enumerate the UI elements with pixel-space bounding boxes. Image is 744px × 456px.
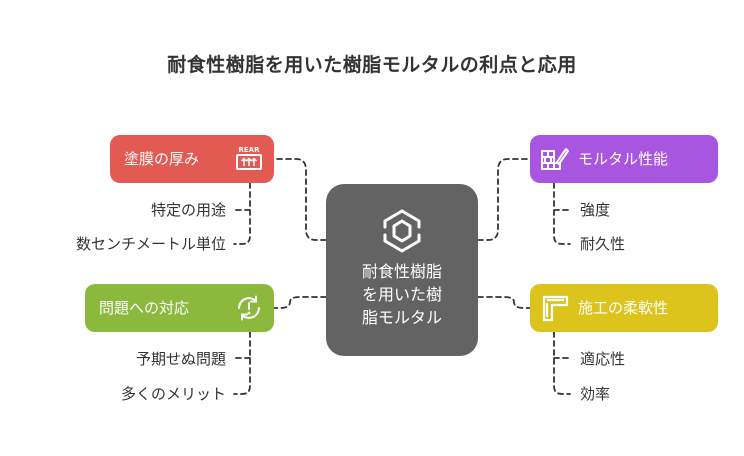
connector-coating-items	[233, 182, 251, 245]
node-coating-thickness: 塗膜の厚み REAR	[110, 135, 274, 183]
connector-mortar-performance	[477, 158, 531, 241]
alert-cycle-icon	[238, 295, 260, 321]
problem-item-unexpected: 予期せぬ問題	[135, 350, 226, 368]
node-problem-response: 問題への対応	[85, 284, 274, 332]
central-topic: 耐食性樹脂 を用いた樹 脂モルタル	[326, 184, 478, 356]
central-topic-label: 耐食性樹脂 を用いた樹 脂モルタル	[336, 260, 468, 329]
flexibility-item-efficiency: 効率	[580, 385, 611, 403]
coating-item-specific-use: 特定の用途	[150, 201, 226, 219]
problem-item-many-benefits: 多くのメリット	[120, 385, 226, 403]
brick-trowel-icon	[541, 148, 569, 170]
mortar-item-durability: 耐久性	[580, 235, 626, 253]
central-topic-line-2: を用いた樹	[361, 285, 442, 304]
connector-problem-response	[273, 296, 327, 309]
node-mortar-performance: モルタル性能	[530, 135, 718, 183]
connector-construction-flexibility	[477, 296, 531, 309]
thickness-gauge-icon: REAR	[236, 146, 262, 170]
node-problem-response-label: 問題への対応	[99, 299, 190, 317]
central-topic-line-3: 脂モルタル	[361, 308, 442, 327]
node-construction-flexibility-label: 施工の柔軟性	[578, 299, 669, 317]
thickness-gauge-icon-text: REAR	[239, 146, 261, 154]
connector-flexibility-items	[553, 331, 571, 395]
frame-corner-icon	[542, 295, 569, 322]
flexibility-item-adaptability: 適応性	[580, 350, 626, 368]
node-mortar-performance-label: モルタル性能	[578, 150, 669, 168]
connector-mortar-items	[553, 182, 571, 245]
connector-problem-items	[233, 331, 251, 395]
mortar-item-strength: 強度	[580, 201, 611, 219]
node-construction-flexibility: 施工の柔軟性	[530, 284, 718, 332]
diagram-title: 耐食性樹脂を用いた樹脂モルタルの利点と応用	[167, 54, 577, 76]
node-coating-thickness-label: 塗膜の厚み	[124, 150, 200, 168]
coating-item-centimeter-scale: 数センチメートル単位	[75, 235, 226, 253]
hexagon-link-icon	[383, 209, 421, 253]
central-topic-line-1: 耐食性樹脂	[361, 262, 442, 281]
connector-coating-thickness	[273, 158, 327, 241]
